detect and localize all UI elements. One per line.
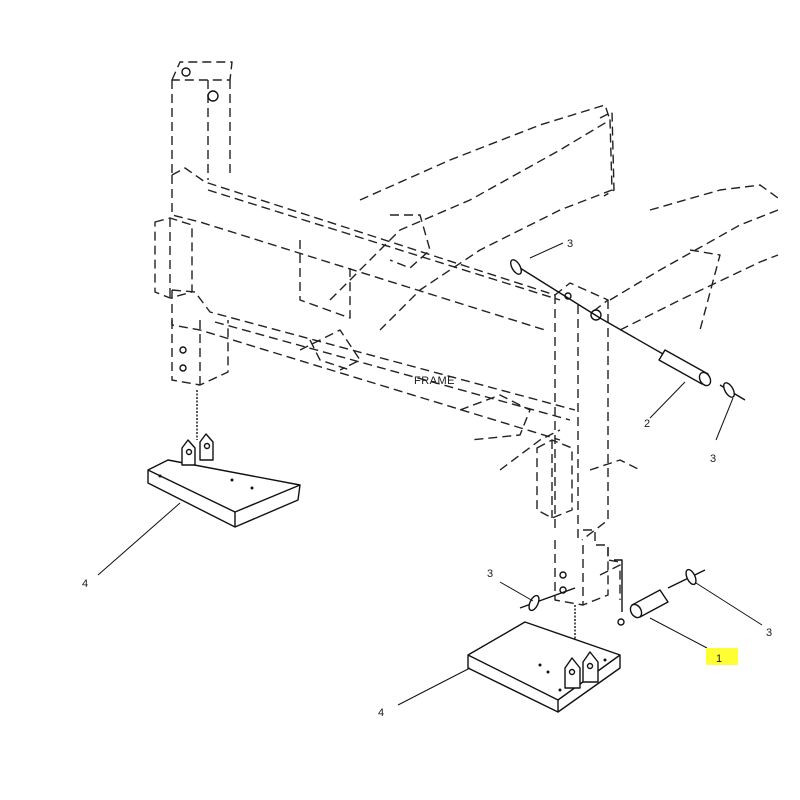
callout-washer-top-left: 3 <box>567 238 573 250</box>
bottom-pin-assembly <box>519 568 706 619</box>
foot-plate-left <box>147 433 301 528</box>
callout-washer-bottom-left: 3 <box>487 568 493 580</box>
washer-bottom-right <box>685 568 697 586</box>
left-upright-post <box>154 61 233 386</box>
callout-pin-bottom: 1 <box>716 653 722 665</box>
vertical-connectors <box>196 390 576 655</box>
frame-label: FRAME <box>414 375 455 387</box>
right-upright-post <box>536 282 621 606</box>
washer-top-right <box>723 382 735 398</box>
callout-washer-bottom-right: 3 <box>766 627 772 639</box>
foot-plate-right <box>467 621 621 713</box>
washer-bottom-left <box>528 594 540 612</box>
callout-highlight <box>706 648 738 665</box>
callout-pin-top: 2 <box>644 418 650 430</box>
cross-beams <box>171 167 576 441</box>
lower-bracket <box>614 559 625 626</box>
leader-lines <box>97 242 763 706</box>
callout-foot-left: 4 <box>82 578 88 590</box>
callout-foot-right: 4 <box>378 707 384 719</box>
washer-top-left <box>510 259 522 275</box>
callout-washer-top-right: 3 <box>710 453 716 465</box>
top-pin-assembly <box>510 259 746 401</box>
machine-frame <box>299 104 779 471</box>
